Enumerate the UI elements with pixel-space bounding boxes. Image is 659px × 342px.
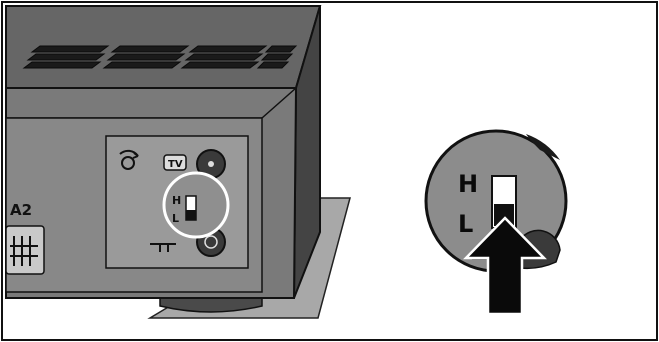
tv-icon-label: TV: [168, 159, 183, 170]
connector-label: A2: [10, 201, 32, 219]
zoom-low-label: L: [458, 210, 473, 238]
vent-grille: [24, 46, 296, 68]
switch-low-label: L: [172, 212, 179, 225]
scart-connector: [6, 226, 44, 274]
zoom-high-label: H: [458, 170, 478, 198]
switch-high-label: H: [172, 194, 181, 207]
hl-switch-knob: [186, 210, 196, 220]
tv-icon: TV: [164, 155, 186, 170]
